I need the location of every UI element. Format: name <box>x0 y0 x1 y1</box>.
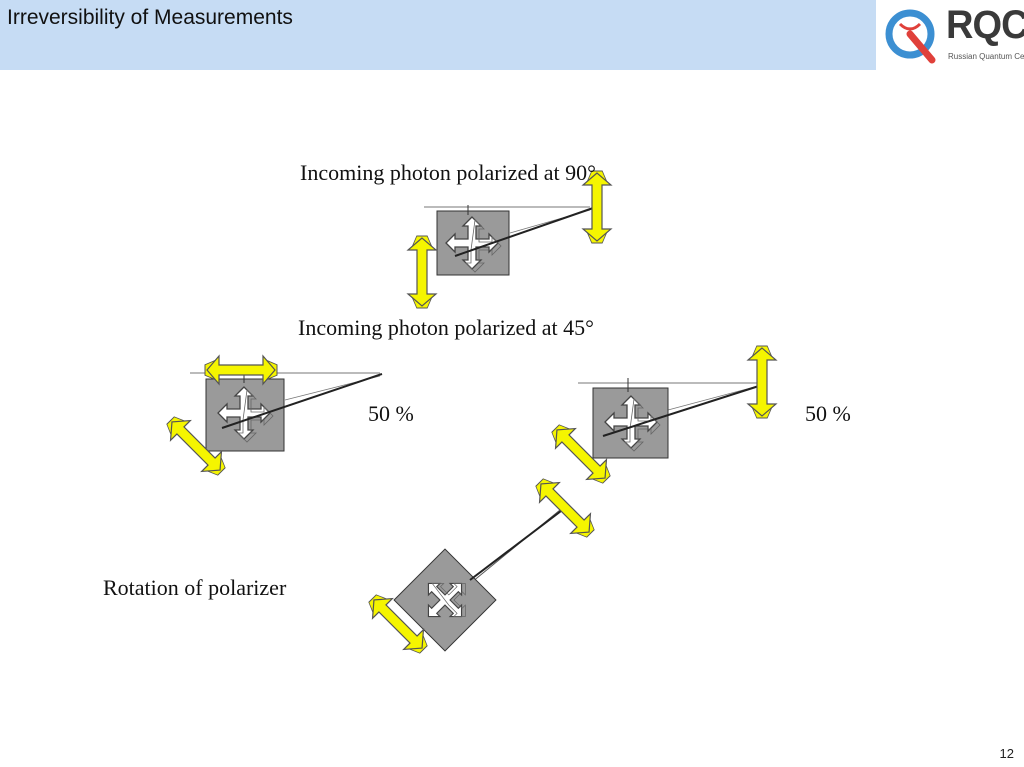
rqc-emblem-icon <box>885 9 936 64</box>
page-number: 12 <box>999 746 1014 761</box>
arrow-rotated-incoming-icon <box>529 472 601 544</box>
percent-right: 50 % <box>805 401 851 426</box>
percent-left: 50 % <box>368 401 414 426</box>
arrow-90-outgoing-icon <box>407 235 437 309</box>
arrow-45-vertical-icon <box>747 345 777 419</box>
rqc-logo: RQC Russian Quantum Center <box>880 0 1024 70</box>
polarizer-45-left <box>190 368 383 452</box>
polarizer-rotated <box>393 507 566 652</box>
rotation-label: Rotation of polarizer <box>103 575 287 600</box>
title-bar: Irreversibility of Measurements <box>0 0 876 70</box>
logo-subtitle: Russian Quantum Center <box>948 52 1024 61</box>
polarizer-45-right <box>578 378 763 459</box>
label-90: Incoming photon polarized at 90° <box>300 160 596 185</box>
slide-title: Irreversibility of Measurements <box>7 6 293 29</box>
logo-name: RQC <box>946 3 1024 47</box>
label-45: Incoming photon polarized at 45° <box>298 315 594 340</box>
polarizer-90 <box>424 205 597 276</box>
